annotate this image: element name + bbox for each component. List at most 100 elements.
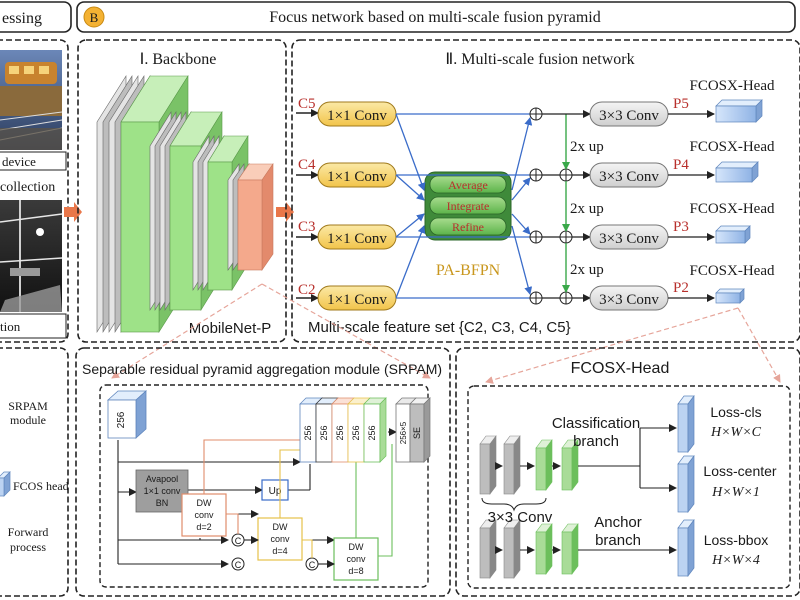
fusion-output-connectors: [542, 110, 591, 302]
fcosx-conv-label: 3×3 Conv: [488, 509, 553, 526]
fcosx-head-panel: FCOSX-Head: [455, 347, 800, 597]
head-label-p4: FCOSX-Head: [690, 139, 775, 155]
stack-channels-4: 256: [351, 425, 361, 440]
upsample-label-2: 2x up: [570, 201, 604, 217]
srpam-avgpool-block: Avapool 1×1 conv BN: [135, 469, 189, 513]
srpam-avgpool-label-2: 1×1 conv: [144, 486, 181, 496]
loss-cls-shape: H×W×C: [710, 425, 762, 440]
conv1x1-c3: 1×1 Conv: [317, 224, 397, 250]
srpam-inner-frame: [99, 384, 429, 588]
loss-cls-label: Loss-cls: [710, 404, 761, 420]
anchor-branch-label-1: Anchor: [594, 514, 642, 531]
conv3x3-p5-label: 3×3 Conv: [599, 108, 659, 124]
backbone-feature-block: [237, 163, 274, 271]
fusion-head-connectors: [668, 110, 715, 302]
legend-forward-label-1: Forward: [8, 525, 49, 539]
srpam-outer-frame: [75, 347, 451, 597]
left-tab-box: [0, 1, 72, 33]
backbone-stage-4: [227, 163, 274, 271]
dw-d8-dilation: d=8: [348, 566, 363, 576]
output-p2-label: P2: [673, 280, 689, 296]
pa-bfpn-block: Average Integrate Refine: [424, 171, 512, 241]
input-c2-label: C2: [298, 282, 316, 298]
conv3x3-p2: 3×3 Conv: [589, 285, 669, 311]
stack-channels-2: 256: [319, 425, 329, 440]
pa-refine-label: Refine: [452, 220, 484, 234]
data-collection-panel: device collection tion: [0, 39, 69, 343]
conv1x1-c3-label: 1×1 Conv: [327, 231, 387, 247]
fusion-panel: Ⅱ. Multi-scale fusion network C5 C4 C3 C…: [291, 39, 800, 343]
conv3x3-p4-label: 3×3 Conv: [599, 169, 659, 185]
dw-d8-label-2: conv: [346, 554, 366, 564]
fcosx-outer-frame: [455, 347, 800, 597]
page-title: Focus network based on multi-scale fusio…: [269, 9, 601, 26]
dw-d2-label-2: conv: [194, 510, 214, 520]
srpam-input-block: 256: [106, 390, 148, 439]
legend-panel: SRPAM module FCOS head Forward process: [0, 347, 69, 597]
dw-d2-label-1: DW: [197, 498, 212, 508]
srpam-se-block: SE: [409, 397, 431, 463]
head-block-p3: [715, 225, 751, 244]
panel-connector-arrow-2: [276, 202, 294, 222]
srpam-title: Separable residual pyramid aggregation m…: [82, 361, 442, 377]
input-c5-label: C5: [298, 96, 316, 112]
head-block-p2: [715, 288, 745, 304]
pa-average-op: [429, 175, 507, 194]
loss-cls-block: [677, 394, 695, 454]
cls-branch-blocks: [479, 435, 579, 495]
backbone-model-name: MobileNet-P: [189, 320, 272, 337]
conv3x3-p3-label: 3×3 Conv: [599, 231, 659, 247]
legend-frame: [0, 347, 69, 597]
srpam-feature-stack: 256 256 256 256 256: [299, 397, 387, 463]
fcosx-inner-frame: [467, 385, 791, 589]
top-bar: essing B Focus network based on multi-sc…: [0, 1, 796, 33]
legend-forward-label-2: process: [10, 540, 46, 554]
upsample-label-1: 2x up: [570, 139, 604, 155]
srpam-up-block: Up: [261, 479, 289, 501]
data-collection-frame: [0, 39, 69, 343]
srpam-dw-conv-d8: DW conv d=8: [333, 537, 379, 581]
conv1x1-c5: 1×1 Conv: [317, 101, 397, 127]
srpam-concat-nodes: C C C: [231, 533, 319, 571]
conv3x3-p3: 3×3 Conv: [589, 224, 669, 250]
srpam-up-label: Up: [269, 486, 282, 497]
srpam-merged-channels: 256×5: [399, 421, 408, 444]
head-label-p5: FCOSX-Head: [690, 78, 775, 94]
loss-center-block: [677, 454, 695, 514]
stack-channels-1: 256: [303, 425, 313, 440]
output-p3-label: P3: [673, 219, 689, 235]
fcosx-title: FCOSX-Head: [571, 360, 670, 377]
fcosx-routing: [578, 424, 677, 554]
srpam-avgpool-label-3: BN: [156, 498, 169, 508]
legend-fcos-label: FCOS head: [13, 479, 69, 493]
loss-center-label: Loss-center: [703, 463, 776, 479]
feature-set-caption: Multi-scale feature set {C2, C3, C4, C5}: [308, 319, 571, 336]
cls-branch-label-2: branch: [573, 433, 619, 450]
conv1x1-c5-label: 1×1 Conv: [327, 108, 387, 124]
device-label-box: [0, 151, 67, 171]
legend-srpam-label-1: SRPAM: [8, 399, 48, 413]
pa-integrate-label: Integrate: [447, 199, 490, 213]
callout-lines: [111, 283, 781, 384]
loss-bbox-shape: H×W×4: [711, 553, 760, 568]
section-badge: [83, 6, 105, 28]
cls-branch-label-1: Classification: [552, 415, 640, 432]
conv1x1-c2: 1×1 Conv: [317, 285, 397, 311]
fusion-frame: [291, 39, 800, 343]
conv1x1-c4: 1×1 Conv: [317, 162, 397, 188]
fusion-title: Ⅱ. Multi-scale fusion network: [445, 51, 634, 68]
backbone-panel: Ⅰ. Backbone: [77, 39, 287, 343]
stack-channels-3: 256: [335, 425, 345, 440]
panel-connector-arrow-1: [64, 202, 82, 222]
srpam-avgpool-label-1: Avapool: [146, 474, 178, 484]
device-photo: [0, 50, 63, 150]
conv1x1-c2-label: 1×1 Conv: [327, 292, 387, 308]
device-label: device: [2, 154, 36, 169]
pa-integrate-op: [429, 196, 507, 215]
conv-brace: [481, 497, 547, 512]
conv3x3-p2-label: 3×3 Conv: [599, 292, 659, 308]
loss-bbox-block: [677, 518, 695, 578]
srpam-input-channels: 256: [116, 411, 127, 428]
legend-fcos-swatch: [0, 471, 11, 497]
